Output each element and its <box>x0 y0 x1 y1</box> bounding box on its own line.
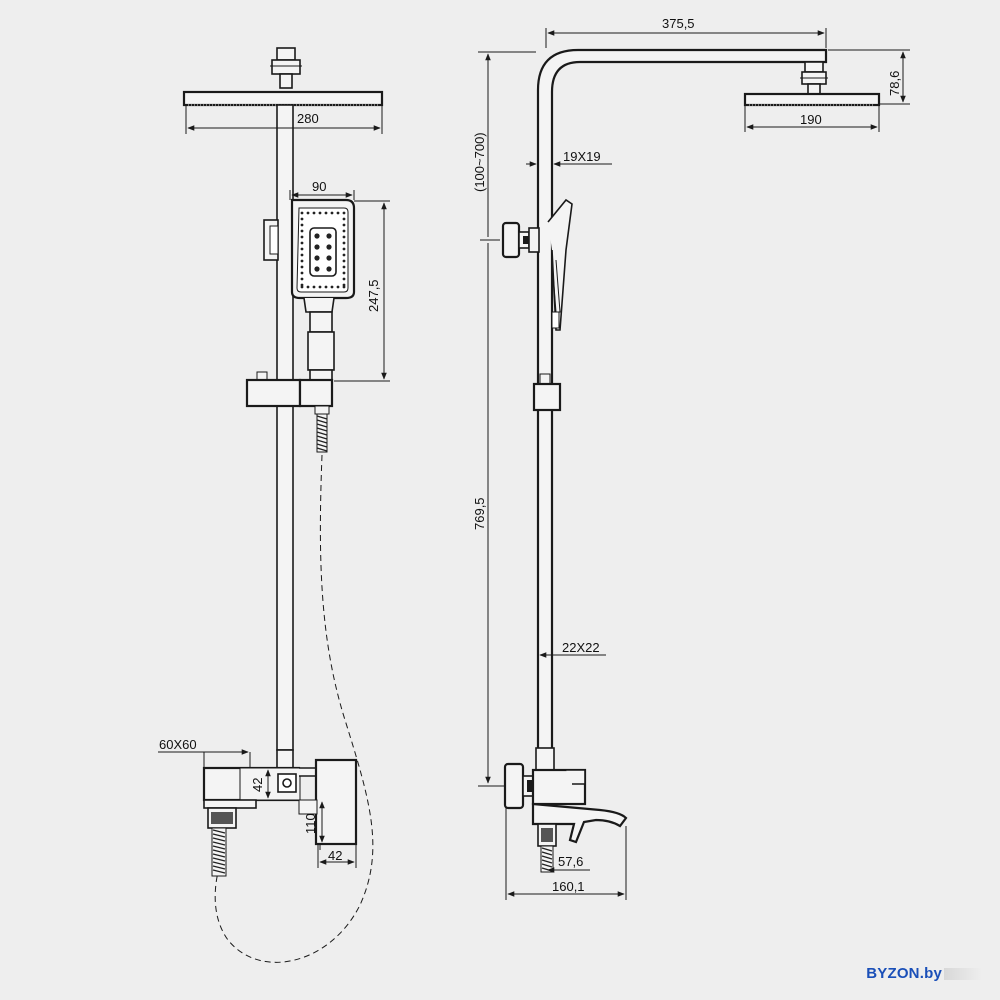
side-mixer <box>503 747 628 873</box>
front-hand-shower <box>290 198 356 383</box>
side-shower-head <box>743 61 881 107</box>
side-slide-holder <box>532 373 562 412</box>
hand-shower-center-jets <box>314 233 332 272</box>
dim-spout-drop: 110 <box>303 813 318 834</box>
dim-lower-tube: 22X22 <box>562 640 600 655</box>
front-view: 280 90 247,5 60X60 42 110 42 <box>158 47 390 963</box>
side-view: 375,5 78,6 190 (100~700) 19X19 769,5 22X… <box>472 16 910 900</box>
front-upper-bracket <box>263 219 279 261</box>
watermark-fade <box>944 968 982 981</box>
hand-shower-spray-dots <box>300 211 346 289</box>
dim-spout-reach: 160,1 <box>552 879 585 894</box>
front-mixer <box>202 749 358 877</box>
watermark-text: BYZON.by <box>866 965 942 982</box>
side-upper-bracket <box>501 221 540 259</box>
dim-head-diameter: 190 <box>800 112 822 127</box>
side-dimensions <box>478 28 910 900</box>
dim-head-height: 78,6 <box>887 71 902 96</box>
dim-spout-base: 57,6 <box>558 854 583 869</box>
front-slide-holder <box>245 371 334 408</box>
dim-mixer-height: 42 <box>250 778 265 792</box>
front-shower-head <box>182 47 384 107</box>
dim-upper-tube: 19X19 <box>563 149 601 164</box>
dim-hand-shower-width: 90 <box>312 179 326 194</box>
dim-arm-reach: 375,5 <box>662 16 695 31</box>
front-shower-rail <box>276 104 294 751</box>
dim-mixer-body: 60X60 <box>159 737 197 752</box>
front-dimensions <box>158 106 390 868</box>
dim-adjust-range: (100~700) <box>472 132 487 192</box>
watermark-logo: BYZON.by <box>866 965 982 982</box>
dim-handle-width: 42 <box>328 848 342 863</box>
side-shower-arm <box>536 48 828 748</box>
dim-rail-length: 769,5 <box>472 497 487 530</box>
front-hose-connector <box>314 405 330 453</box>
dim-hand-shower-height: 247,5 <box>366 279 381 312</box>
side-hand-shower <box>547 198 573 331</box>
dim-head-width: 280 <box>297 111 319 126</box>
front-shower-hose <box>214 454 374 963</box>
